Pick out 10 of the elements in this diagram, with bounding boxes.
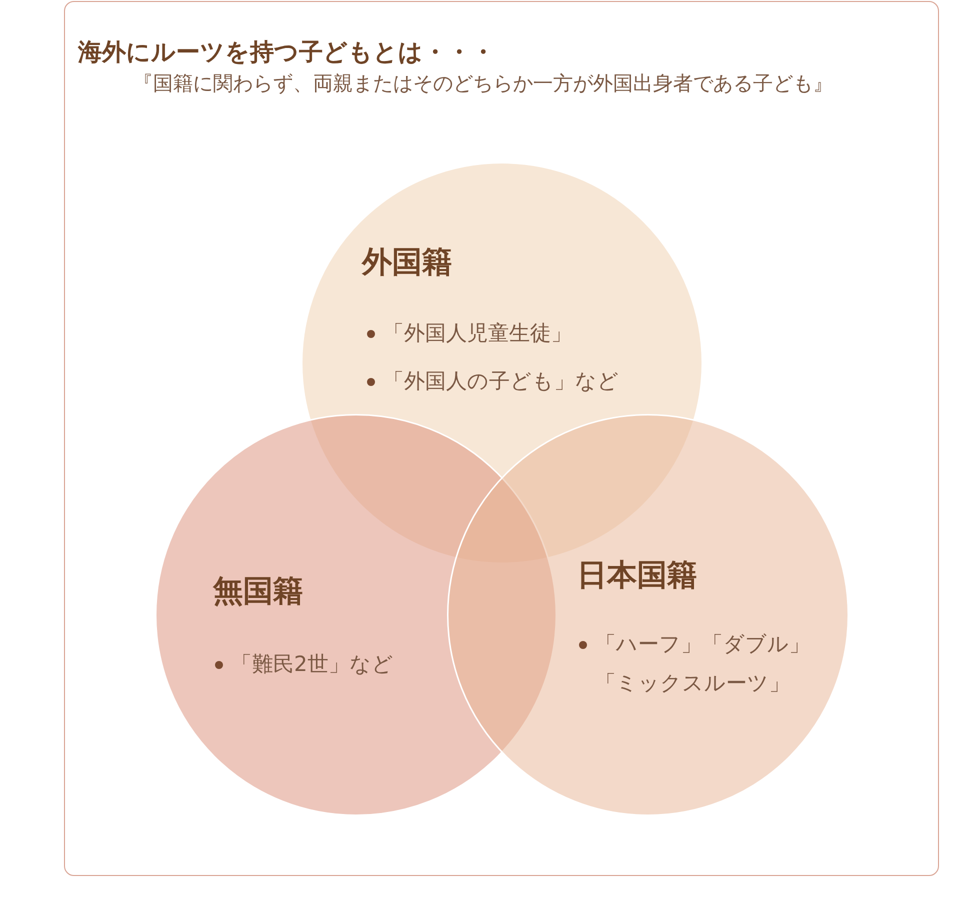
venn-circle xyxy=(447,414,849,816)
category-heading: 日本国籍 xyxy=(577,558,697,594)
title: 海外にルーツを持つ子どもとは・・・ xyxy=(78,37,495,68)
list-item-text: 「外国人児童生徒」 xyxy=(383,320,572,347)
category-heading: 外国籍 xyxy=(362,245,452,281)
list-item-text: 「ハーフ」「ダブル」「ミックスルーツ」 xyxy=(595,631,811,697)
list-item-text: 「外国人の子ども」など xyxy=(383,368,619,395)
list-item-text: 「難民2世」など xyxy=(231,651,394,678)
category-heading: 無国籍 xyxy=(213,574,303,610)
subtitle-text: 『国籍に関わらず、両親またはそのどちらか一方が外国出身者である子ども』 xyxy=(133,70,833,96)
